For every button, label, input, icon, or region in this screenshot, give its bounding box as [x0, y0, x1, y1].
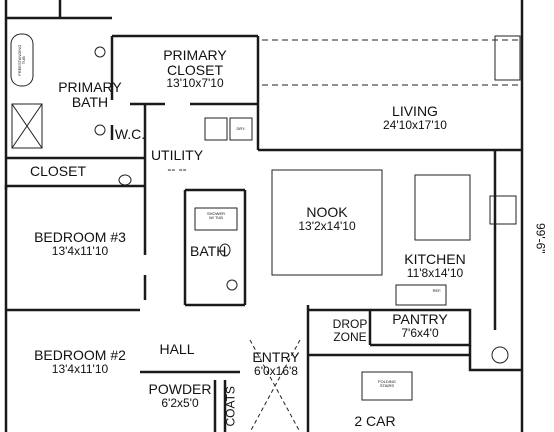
- walls: [4, 0, 524, 432]
- fixtures: [10, 33, 521, 432]
- garage-name: 2 CAR: [354, 413, 396, 429]
- shower-outline: [11, 103, 43, 149]
- coats-name: COATS: [223, 386, 238, 427]
- fixture-label-folding-stairs: FOLDING STAIRS: [364, 379, 410, 389]
- folding-stairs-text: FOLDING STAIRS: [378, 379, 396, 389]
- fridge-box: [395, 284, 447, 306]
- bedroom2-name: BEDROOM #2: [34, 347, 126, 363]
- primary-bath-name: PRIMARY BATH: [58, 79, 122, 110]
- powder-dims: 6'2x5'0: [161, 395, 199, 410]
- room-label-hall: HALL: [155, 342, 199, 357]
- dryer: [229, 117, 253, 141]
- room-label-bedroom2: BEDROOM #2 13'4x11'10: [25, 348, 135, 375]
- room-label-pantry: PANTRY 7'6x4'0: [380, 312, 460, 339]
- wc-toilet: [118, 174, 132, 186]
- bath-name: BATH: [190, 243, 227, 259]
- utility-mark: -- --: [167, 161, 187, 176]
- overall-dimension-text: 99'-6": [533, 223, 548, 254]
- nook-table-area: [271, 169, 383, 276]
- fireplace: [494, 35, 521, 81]
- powder-name: POWDER: [148, 381, 212, 397]
- bath-toilet: [219, 243, 231, 257]
- folding-stairs: [361, 371, 413, 401]
- wall-garage-top: [308, 345, 522, 372]
- kitchen-name: KITCHEN: [404, 251, 466, 267]
- wall-top-bath: [6, 0, 112, 20]
- tub-outline: [10, 33, 34, 87]
- freestanding-tub-text: FREESTANDING TUB: [16, 44, 26, 76]
- room-label-primary-closet: PRIMARY CLOSET 13'10x7'10: [150, 48, 240, 90]
- entry-name: ENTRY: [252, 349, 300, 365]
- nook-name: NOOK: [306, 204, 348, 220]
- shower-tub-text: SHOWER W/ TUB: [207, 211, 225, 221]
- room-label-wc: W.C.: [112, 127, 148, 142]
- shower-x: [11, 103, 43, 149]
- room-label-coats: COATS: [223, 381, 238, 431]
- sink-top: [94, 46, 106, 58]
- bedroom2-dims: 13'4x11'10: [51, 361, 109, 376]
- pantry-dims: 7'6x4'0: [401, 325, 439, 340]
- primary-closet-name: PRIMARY CLOSET: [163, 47, 227, 78]
- room-label-powder: POWDER 6'2x5'0: [148, 382, 212, 409]
- entry-dims: 6'0x16'8: [254, 363, 298, 378]
- fixture-label-ref: REF.: [425, 288, 449, 293]
- utility-name: UTILITY: [150, 147, 204, 163]
- range: [489, 195, 517, 225]
- room-label-bath: BATH: [190, 244, 226, 259]
- sink-bottom: [94, 124, 106, 136]
- room-label-drop-zone: DROP ZONE: [330, 318, 370, 343]
- kitchen-island: [414, 174, 471, 241]
- room-label-bedroom3: BEDROOM #3 13'4x11'10: [25, 230, 135, 257]
- hall-name: HALL: [159, 341, 195, 357]
- overall-dimension: 99'-6": [533, 213, 548, 263]
- washer: [204, 117, 228, 141]
- living-dims: 24'10x17'10: [383, 117, 447, 132]
- living-name: LIVING: [392, 103, 438, 119]
- tub-bath: [194, 207, 238, 231]
- fixture-label-dryer: DRY.: [231, 126, 251, 131]
- water-heater: [491, 346, 509, 364]
- kitchen-dims: 11'8x14'10: [406, 265, 464, 280]
- drop-zone-name: DROP ZONE: [332, 317, 368, 344]
- ref-text: REF.: [432, 288, 442, 293]
- primary-closet-dims: 13'10x7'10: [166, 76, 224, 91]
- room-label-garage: 2 CAR: [345, 414, 405, 429]
- wc-name: W.C.: [114, 126, 146, 142]
- bedroom3-dims: 13'4x11'10: [51, 243, 109, 258]
- room-label-primary-bath: PRIMARY BATH: [55, 79, 125, 110]
- room-label-nook: NOOK 13'2x14'10: [287, 205, 367, 232]
- bath-sink: [226, 279, 238, 291]
- wall-pantry: [370, 308, 472, 347]
- fixture-label-shower-tub: SHOWER W/ TUB: [197, 211, 235, 221]
- nook-dims: 13'2x14'10: [298, 218, 356, 233]
- room-label-closet: CLOSET: [28, 164, 88, 179]
- room-label-living: LIVING 24'10x17'10: [360, 104, 470, 131]
- dryer-text: DRY.: [236, 126, 246, 131]
- bedroom3-name: BEDROOM #3: [34, 229, 126, 245]
- room-label-entry: ENTRY 6'0x16'8: [248, 350, 304, 377]
- entry-diag: [249, 339, 301, 432]
- room-label-kitchen: KITCHEN 11'8x14'10: [402, 252, 468, 279]
- closet-name: CLOSET: [29, 163, 86, 179]
- fixture-label-freestanding-tub: FREESTANDING TUB: [16, 43, 26, 77]
- room-label-utility: UTILITY -- --: [145, 148, 209, 175]
- pantry-name: PANTRY: [392, 311, 448, 327]
